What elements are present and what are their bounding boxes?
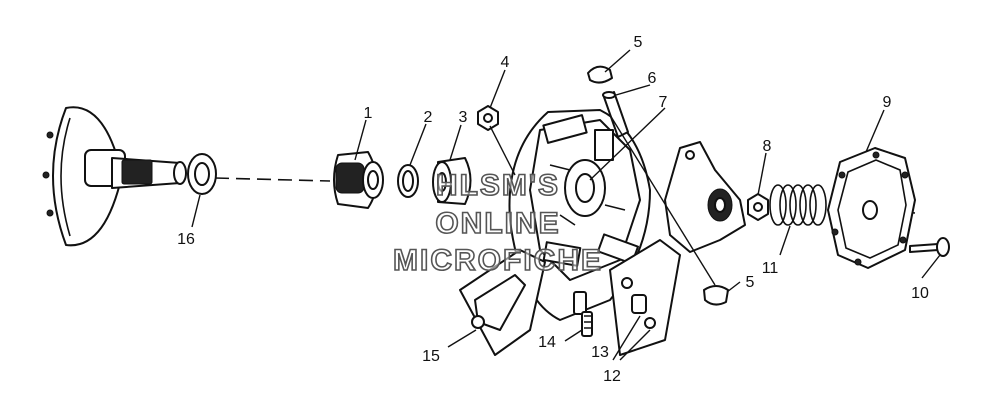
cap-5-bottom [703,285,729,306]
callout-13: 13 [591,344,609,361]
watermark-line-1: HLSM'S [436,169,560,202]
cover-9 [827,147,916,269]
bolt-14 [573,291,593,337]
o-ring-2 [397,164,419,198]
bracket-15 [459,249,546,356]
callout-9: 9 [883,94,892,111]
callout-5-top: 5 [634,34,643,51]
screw-10 [909,237,950,257]
callout-4: 4 [501,54,510,71]
callout-8: 8 [763,138,772,155]
callout-2: 2 [424,109,433,126]
nut-8 [747,193,769,221]
guide-plate-13 [609,239,681,356]
callout-16: 16 [177,231,195,248]
bushing-1 [333,151,384,209]
nut-4 [477,105,499,131]
watermark: HLSM'S ONLINE MICROFICHE [392,168,603,278]
center-axis-line [214,177,331,182]
stationary-sheave [42,106,187,247]
sleeve-3 [432,157,472,205]
spider-assembly [609,114,746,286]
callout-labels: 1 2 3 4 5 5 6 7 8 9 10 11 12 13 14 15 16 [177,34,929,385]
callout-11: 11 [762,260,779,277]
callout-5-bottom: 5 [746,274,755,291]
callout-1: 1 [364,105,373,122]
watermark-line-2: ONLINE [435,207,560,240]
spring-11 [769,184,827,226]
callout-6: 6 [648,70,657,87]
callout-15: 15 [422,348,440,365]
callout-14: 14 [538,334,556,351]
leader-lines [191,49,941,361]
pin-6 [602,91,629,138]
callout-12: 12 [603,368,621,385]
watermark-line-3: MICROFICHE [393,244,603,277]
callout-10: 10 [911,285,929,302]
callout-3: 3 [459,109,468,126]
callout-7: 7 [659,94,668,111]
washer-16 [187,153,217,195]
